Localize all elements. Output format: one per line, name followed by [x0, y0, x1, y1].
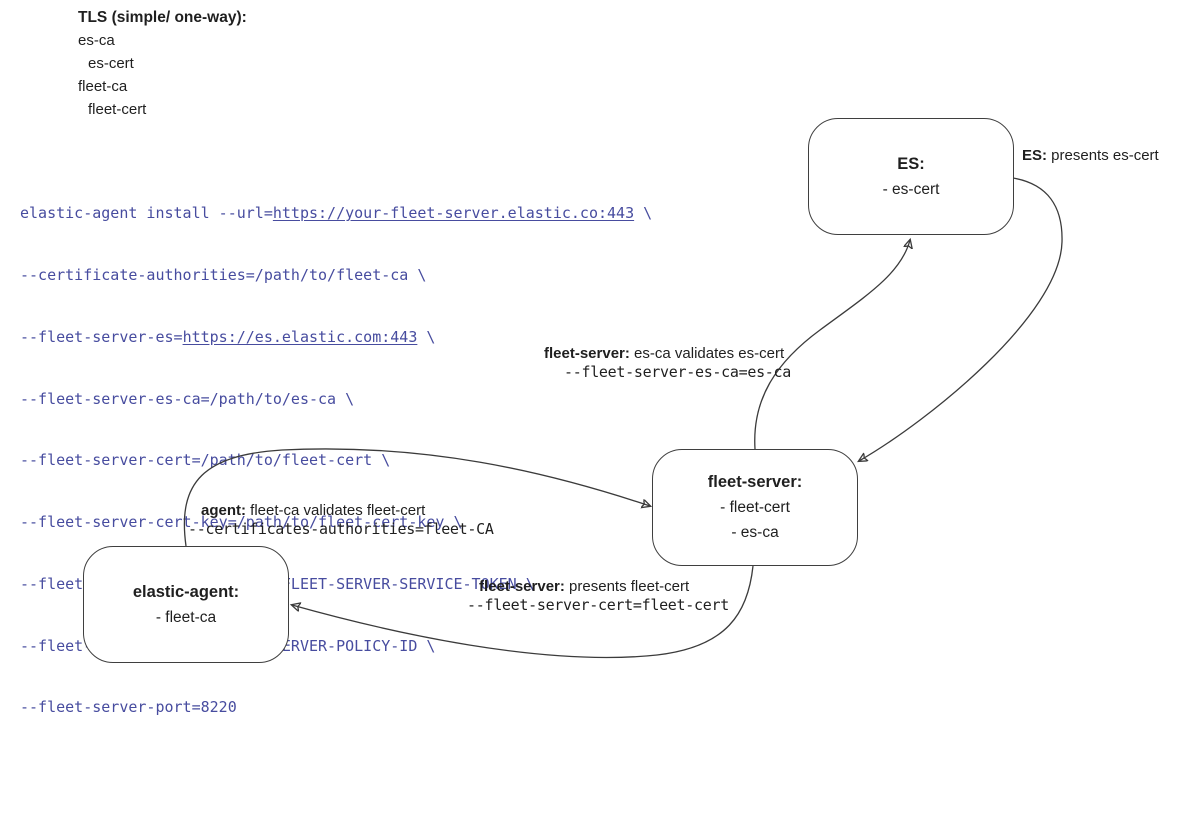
tls-legend-item-fleet-cert: fleet-cert: [88, 101, 147, 118]
label-fleet-validates-es-cert: fleet-server: es-ca validates es-cert --…: [544, 344, 791, 382]
es-url-link[interactable]: https://es.elastic.com:443: [182, 327, 418, 346]
label-text: fleet-server: presents fleet-cert: [479, 577, 729, 596]
node-elastic-agent-title: elastic-agent:: [132, 582, 240, 601]
node-elastic-agent: elastic-agent: - fleet-ca: [83, 546, 289, 663]
node-es: ES: - es-cert: [808, 118, 1014, 235]
label-text: fleet-server: es-ca validates es-cert: [544, 344, 791, 363]
edge-fleet-validates-es: [754, 240, 910, 450]
command-text: elastic-agent install --url=: [20, 204, 273, 223]
label-es-presents-cert: ES: presents es-cert: [1022, 146, 1159, 165]
tls-legend-title: TLS (simple/ one-way):: [78, 9, 247, 26]
label-rest: presents fleet-cert: [564, 578, 690, 595]
label-flag: --fleet-server-es-ca=es-ca: [564, 363, 792, 381]
label-bold: fleet-server:: [544, 345, 630, 362]
node-fleet-server-title: fleet-server:: [707, 473, 803, 491]
label-rest: fleet-ca validates fleet-cert: [246, 502, 426, 519]
label-bold: ES:: [1022, 147, 1048, 164]
edge-es-presents-cert: [859, 177, 1063, 461]
node-fleet-server-item: - fleet-cert: [720, 499, 790, 516]
label-rest: es-ca validates es-cert: [629, 345, 785, 362]
command-text: --fleet-server-es=: [20, 327, 183, 346]
fleet-server-url-link[interactable]: https://your-fleet-server.elastic.co:443: [272, 204, 635, 223]
tls-legend-item-fleet-ca: fleet-ca: [78, 78, 128, 95]
command-line-5: --fleet-server-cert=/path/to/fleet-cert …: [20, 451, 391, 470]
command-line-9: --fleet-server-port=8220: [20, 698, 237, 717]
command-text: \: [417, 327, 436, 346]
label-rest: presents es-cert: [1047, 147, 1159, 164]
node-es-item: - es-cert: [882, 180, 940, 198]
edge-agent-validates-fleet: [183, 448, 650, 547]
label-text: agent: fleet-ca validates fleet-cert: [201, 501, 494, 520]
label-agent-validates-fleet-cert: agent: fleet-ca validates fleet-cert --c…: [188, 501, 494, 539]
node-fleet-server: fleet-server: - fleet-cert - es-ca: [652, 449, 858, 566]
label-bold: fleet-server:: [479, 578, 565, 595]
tls-legend-item-es-cert: es-cert: [88, 55, 134, 72]
command-line-6: --fleet-server-cert-key=/path/to/fleet-c…: [20, 513, 463, 532]
edge-fleet-presents-cert: [292, 565, 754, 659]
label-flag: --fleet-server-cert=fleet-cert: [467, 596, 729, 614]
command-line-2: --certificate-authorities=/path/to/fleet…: [20, 265, 427, 284]
tls-legend-item-es-ca: es-ca: [78, 32, 115, 49]
node-es-title: ES:: [897, 154, 925, 173]
tls-legend: TLS (simple/ one-way): es-ca es-cert fle…: [78, 6, 247, 121]
command-line-3: --fleet-server-es=https://es.elastic.com…: [20, 327, 652, 348]
node-fleet-server-item: - es-ca: [731, 524, 779, 541]
label-fleet-presents-cert: fleet-server: presents fleet-cert --flee…: [467, 577, 729, 615]
label-bold: agent:: [201, 502, 246, 519]
node-elastic-agent-item: - fleet-ca: [155, 608, 217, 626]
command-line-4: --fleet-server-es-ca=/path/to/es-ca \: [20, 389, 355, 408]
label-text: ES: presents es-cert: [1022, 147, 1159, 164]
command-text: \: [634, 204, 653, 223]
command-line-1: elastic-agent install --url=https://your…: [20, 203, 652, 224]
label-flag: --certificates-authorities=fleet-CA: [188, 520, 494, 538]
